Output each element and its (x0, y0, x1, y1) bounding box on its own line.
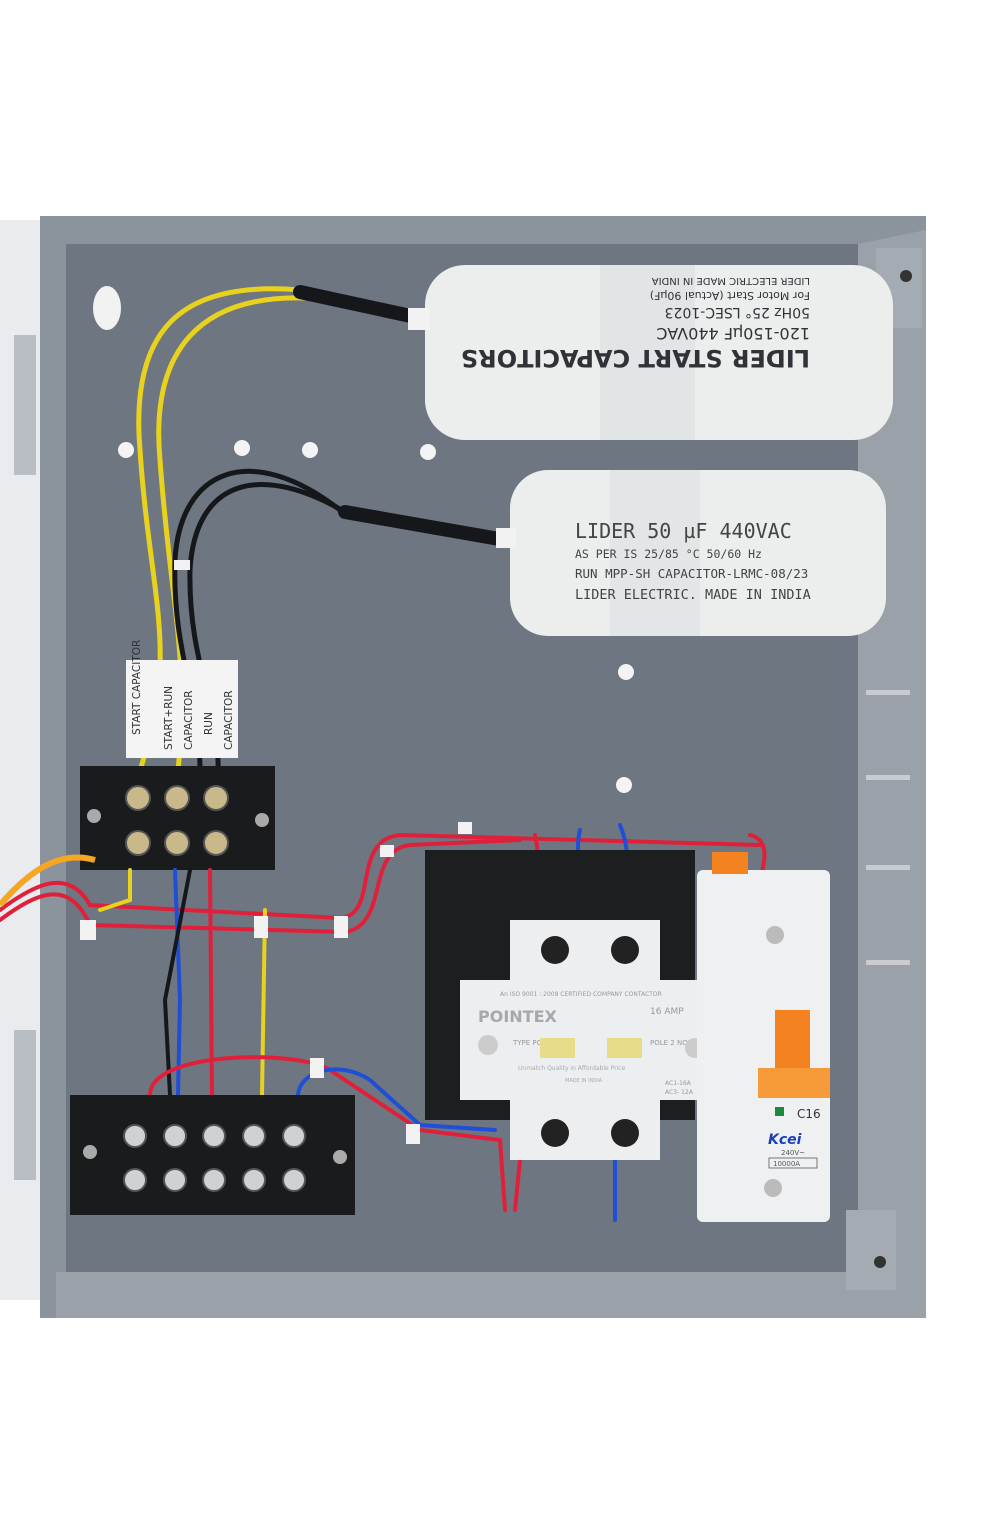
contactor-ac1: AC1-16A (665, 1080, 692, 1087)
mcb-handle[interactable] (758, 1068, 830, 1098)
capacitor-label-line: LIDER ELECTRIC MADE IN INDIA (652, 275, 810, 286)
contactor-pole: POLE 2 NO. (650, 1039, 690, 1047)
screw-hole (900, 270, 912, 282)
terminal-block-bottom (70, 1095, 355, 1215)
terminal-block-top (80, 766, 275, 870)
terminal-label: START CAPACITOR START+RUN CAPACITOR RUN … (126, 640, 238, 758)
contactor-tagline: Unmatch Quality in Affordable Price (518, 1065, 626, 1072)
start-capacitor: LIDER START CAPACITORS 120-150µF 440VAC … (408, 265, 893, 440)
mount-bracket-bottom (846, 1210, 896, 1290)
contactor-brand: POINTEX (478, 1007, 558, 1026)
door-hinge-bottom (14, 1030, 36, 1180)
door-hinge-top (14, 335, 36, 475)
contactor-indicator (540, 1038, 575, 1058)
mounting-strap (600, 265, 695, 440)
mcb-voltage: 240V~ (781, 1149, 805, 1157)
bottom-wall (56, 1272, 926, 1318)
contactor: POINTEX An ISO 9001 : 2008 CERTIFIED COM… (425, 850, 715, 1160)
terminal-label-text: START CAPACITOR (131, 640, 143, 735)
incoming-cable (0, 854, 96, 907)
terminal-label-text: RUN (203, 712, 215, 735)
mounting-strap (610, 470, 700, 636)
terminal-label-text: CAPACITOR (223, 690, 235, 750)
screw-hole (874, 1256, 886, 1268)
mcb-status-indicator (775, 1107, 784, 1116)
mcb-toggle (775, 1010, 810, 1070)
mcb-brand: Kcei (768, 1132, 802, 1148)
contactor-rating: 16 AMP (650, 1007, 684, 1017)
capacitor-label-line: RUN MPP-SH CAPACITOR-LRMC-08/23 (575, 566, 808, 581)
contactor-type: TYPE PC (512, 1039, 542, 1047)
capacitor-label-line: AS PER IS 25/85 °C 50/60 Hz (575, 547, 762, 561)
keyhole-slot (93, 286, 121, 330)
contactor-ac3: AC3- 12A (665, 1089, 694, 1096)
contactor-cert: An ISO 9001 : 2008 CERTIFIED COMPANY CON… (500, 991, 662, 998)
capacitor-label-line: For Motor Start (Actual 90µF) (650, 289, 810, 302)
cable-ties (80, 560, 472, 1144)
capacitor-label-line: LIDER ELECTRIC. MADE IN INDIA (575, 587, 811, 603)
contactor-made: MADE IN INDIA (565, 1078, 603, 1084)
mcb-capacity: 10000A (773, 1160, 800, 1168)
mcb-breaker: C16 Kcei 240V~ 10000A (697, 852, 830, 1222)
contactor-indicator (607, 1038, 642, 1058)
capacitor-label-line: 50Hz 25° LSEC-1023 (665, 304, 810, 320)
mcb-rating: C16 (797, 1107, 821, 1121)
terminal-label-text: START+RUN (163, 686, 175, 750)
mount-holes (118, 440, 634, 793)
capacitor-label-line: LIDER 50 µF 440VAC (575, 519, 792, 543)
vent-slots (866, 690, 910, 965)
capacitor-label-line: LIDER START CAPACITORS (461, 344, 810, 372)
run-capacitor: LIDER 50 µF 440VAC AS PER IS 25/85 °C 50… (496, 470, 886, 636)
capacitor-label-line: 120-150µF 440VAC (656, 324, 810, 343)
terminal-label-text: CAPACITOR (183, 690, 195, 750)
